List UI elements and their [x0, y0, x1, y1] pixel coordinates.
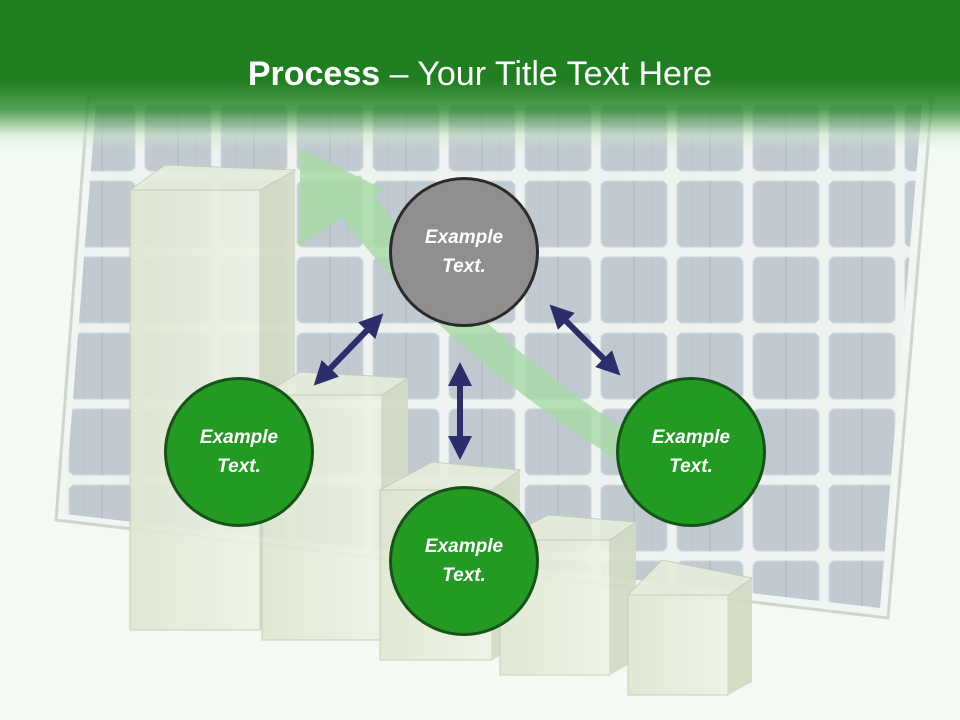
node-bottom-label: Example Text.	[424, 536, 504, 586]
title-rest: – Your Title Text Here	[380, 55, 713, 93]
node-right-label: Example Text.	[651, 427, 731, 477]
node-top-label: Example Text.	[424, 227, 504, 277]
title-band	[0, 0, 960, 150]
title-bold: Process	[247, 55, 381, 93]
node-top: Example Text.	[389, 177, 539, 327]
money-stack-5	[626, 559, 754, 696]
node-right: Example Text.	[616, 377, 766, 527]
node-left-label: Example Text.	[199, 427, 279, 477]
node-bottom: Example Text.	[389, 486, 539, 636]
node-left: Example Text.	[164, 377, 314, 527]
page-title: Process – Your Title Text Here	[0, 52, 960, 96]
